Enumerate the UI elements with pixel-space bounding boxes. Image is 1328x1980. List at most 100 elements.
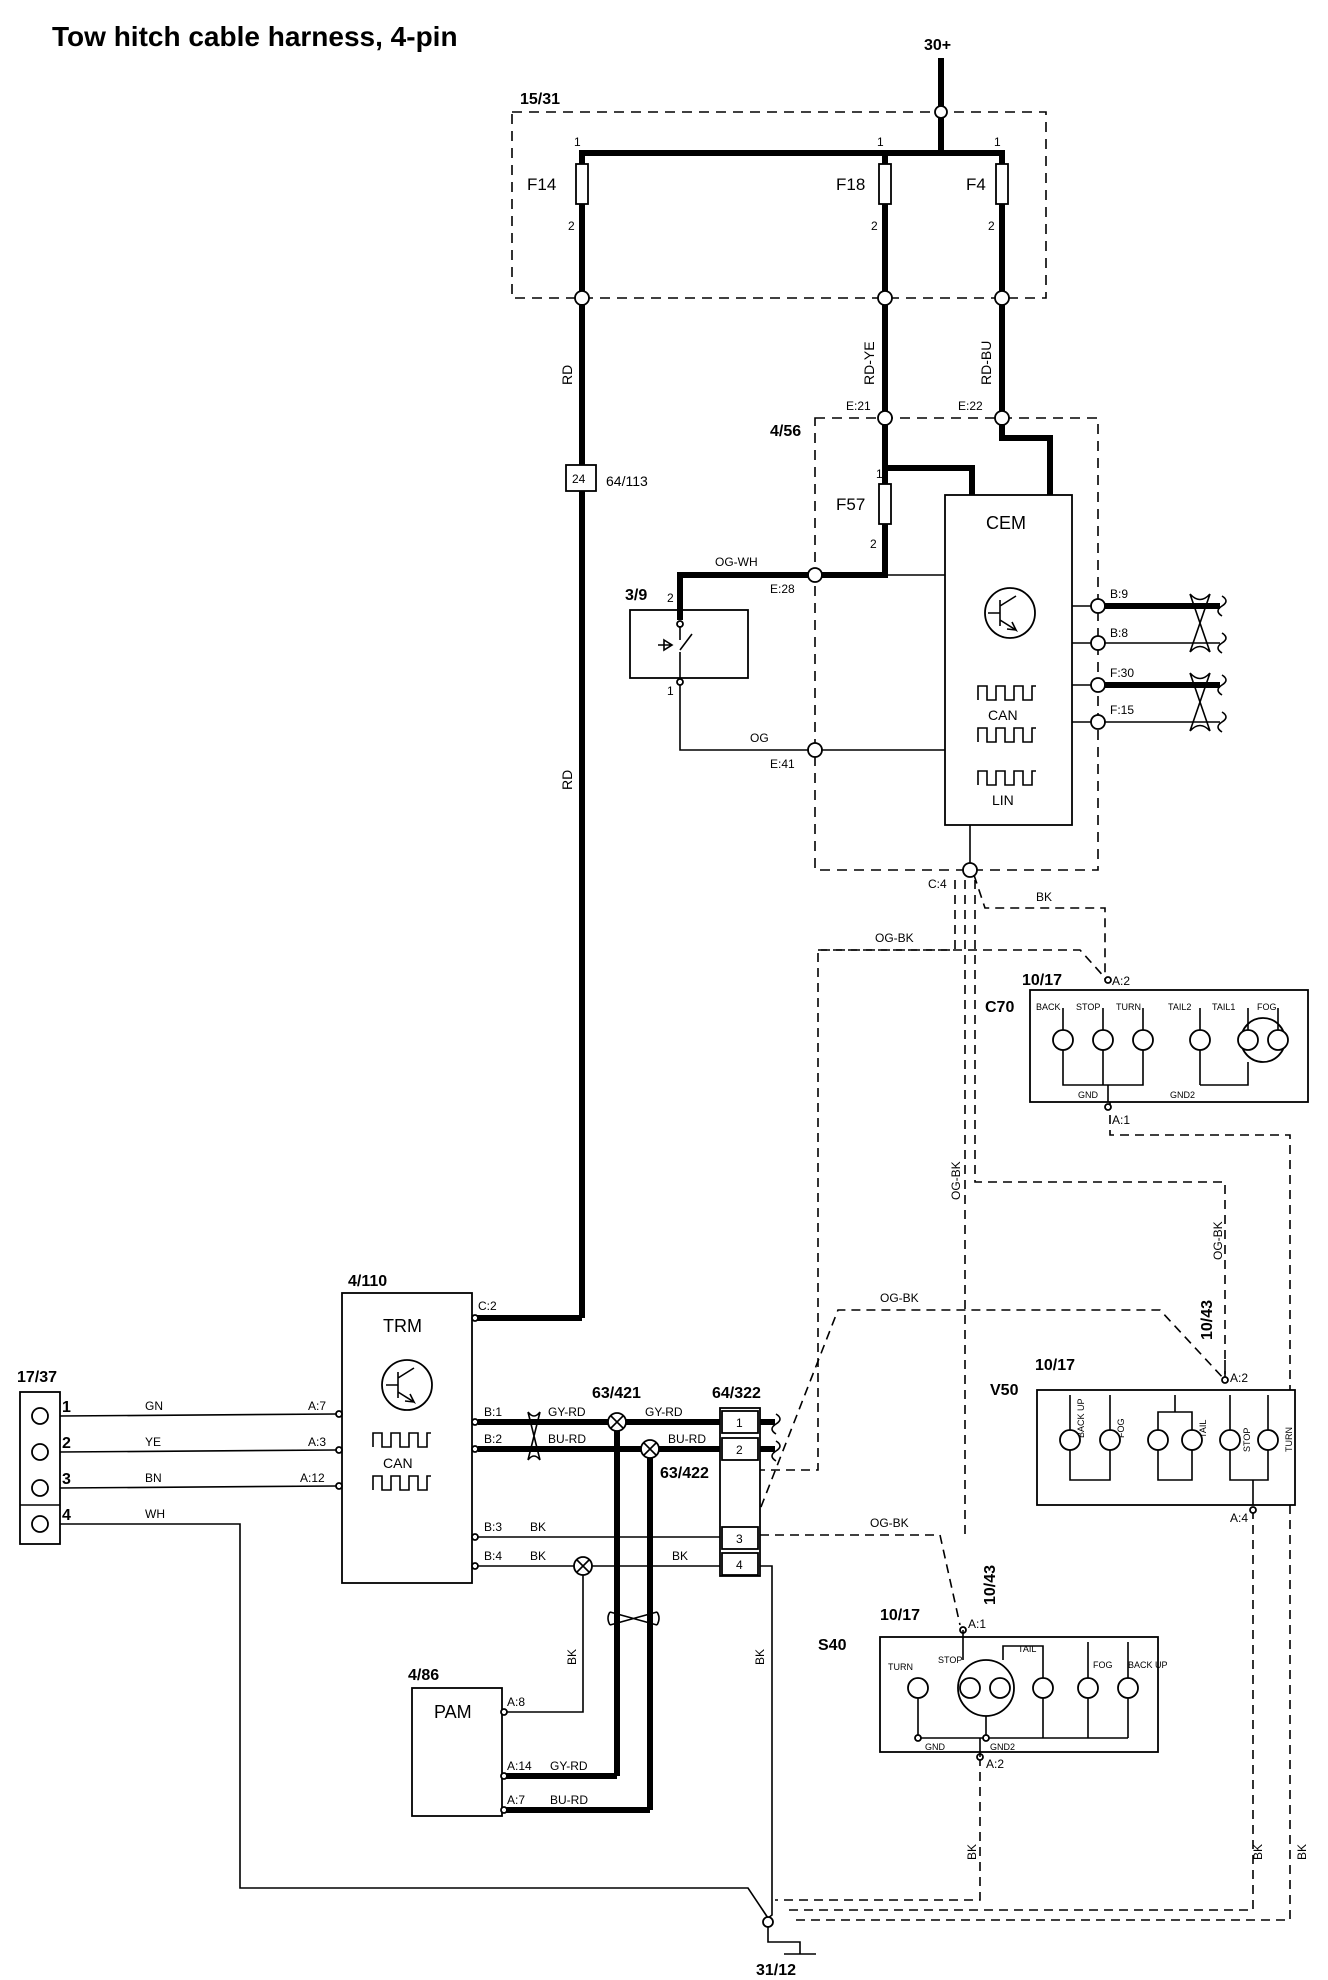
break-icon-2: [1217, 632, 1227, 654]
f4-node: [994, 290, 1010, 306]
trm-a7-label: A:7: [308, 1399, 326, 1413]
splice-422-cross: [643, 1442, 657, 1456]
trm-a12-dot: [335, 1482, 343, 1490]
lamps-c70: 10/17 C70 A:2 A:1 BACK STOP TURN TAIL2 T…: [985, 972, 1309, 1127]
s40-lamp-icons: [907, 1677, 1139, 1699]
f18-to-cem-wire: [885, 465, 975, 495]
c70-a2-label: A:2: [1112, 974, 1130, 988]
splice-422-label: 63/422: [660, 1465, 709, 1482]
cem-lin-label: LIN: [992, 792, 1014, 808]
break-icon-1: [1217, 595, 1227, 617]
lamps-s40: 10/43 10/17 S40 A:1 A:2 TURN STOP TAIL F…: [818, 1565, 1168, 1771]
v50-lamp-fog-label: FOG: [1116, 1419, 1126, 1439]
v50-lamp-turn-label: TURN: [1284, 1427, 1294, 1452]
socket-pin-4: [31, 1515, 49, 1533]
connector-pin-2-box: [721, 1437, 759, 1461]
wire-bk-c70-ground-label: BK: [1295, 1844, 1309, 1860]
supply-label: 30+: [924, 37, 951, 54]
socket-pin-2: [31, 1443, 49, 1461]
s40-a1-label: A:1: [968, 1617, 986, 1631]
cem-module: 4/56 E:21 E:22 F57 1 2 CEM CAN LIN B:9 B…: [770, 399, 1227, 891]
wire-bk-b4-label: BK: [530, 1549, 546, 1563]
wire-rd-label-2: RD: [559, 770, 575, 790]
v50-a4-label: A:4: [1230, 1511, 1248, 1525]
fuse-f4-pin2: 2: [988, 219, 995, 233]
trm-b3-label: B:3: [484, 1520, 502, 1534]
wire-bk-b3-label: BK: [530, 1520, 546, 1534]
tow-socket: 17/37 1 2 3 4 GN YE BN WH: [17, 1369, 769, 1919]
fuse-f14-pin2: 2: [568, 219, 575, 233]
cem-f15-node: [1090, 714, 1106, 730]
c70-a1-dot: [1104, 1103, 1112, 1111]
v50-lamp-backup-label: BACK UP: [1076, 1398, 1086, 1438]
trm-b4-dot: [471, 1562, 479, 1570]
wire-og-bk-v50-label: OG-BK: [1211, 1221, 1225, 1260]
fuse-f14-pin1: 1: [574, 135, 581, 149]
fuse-f18-pin2: 2: [871, 219, 878, 233]
cem-f30-node: [1090, 677, 1106, 693]
c70-lamp-stop-label: STOP: [1076, 1002, 1100, 1012]
trm-b1-dot: [471, 1418, 479, 1426]
v50-lamp-backup-icon: [1059, 1429, 1081, 1451]
trm-b4-label: B:4: [484, 1549, 502, 1563]
splice-24-box: [565, 464, 597, 492]
c70-lamp-back-icon: [1052, 1029, 1074, 1051]
cem-outline: [814, 417, 1099, 871]
v50-lamp-tail-icon-1: [1147, 1429, 1169, 1451]
cem-lin-wave: [977, 770, 1036, 786]
wire-bk-b4-label-2: BK: [672, 1549, 688, 1563]
cem-e21-node: [877, 410, 893, 426]
cem-e28-node: [807, 567, 823, 583]
pam-a7-label: A:7: [507, 1793, 525, 1807]
f18-node: [877, 290, 893, 306]
v50-model: V50: [990, 1382, 1019, 1399]
socket-pin-2-label: 2: [62, 1435, 71, 1452]
wire-wh-label: WH: [145, 1507, 165, 1521]
switch-pin-top: 2: [667, 591, 674, 605]
trm-b3-dot: [471, 1533, 479, 1541]
break-icon-3: [1217, 674, 1227, 696]
s40-lamp-tail-icon: [1032, 1677, 1054, 1699]
s40-lamp-fog-icon: [1077, 1677, 1099, 1699]
wire-og-label: OG: [750, 731, 769, 745]
switch-ref: 3/9: [625, 587, 647, 604]
s40-conn-ref: 10/43: [982, 1565, 999, 1605]
fuse-f18-label: F18: [836, 175, 865, 194]
og-bk-v50: [749, 1309, 1226, 1536]
switch-contact-symbol: [658, 626, 693, 681]
trm-b2-dot: [471, 1445, 479, 1453]
rd-supply-wire: RD RD 24 64/113: [472, 304, 648, 1321]
c70-lamp-back-label: BACK: [1036, 1002, 1061, 1012]
v50-conn-ref: 10/43: [1199, 1300, 1216, 1340]
trm-a7-dot: [335, 1410, 343, 1418]
v50-lamp-turn-icon: [1257, 1429, 1279, 1451]
trm-a3-dot: [335, 1446, 343, 1454]
cem-can-wave-top: [977, 685, 1036, 701]
cem-e28-label: E:28: [770, 582, 795, 596]
v50-lamp-tail-icon-2: [1181, 1429, 1203, 1451]
pam-a8-dot: [500, 1708, 508, 1716]
og-wire: [679, 685, 809, 751]
connector-64-322: 64/322 1 2 3 4 BK BK BK BK BK: [478, 1385, 781, 1919]
socket-pin-1: [31, 1407, 49, 1425]
v50-a4-dot: [1249, 1506, 1257, 1514]
wh-wire: [60, 1523, 769, 1919]
s40-lamp-stop-label: STOP: [938, 1655, 962, 1665]
c70-a1-label: A:1: [1112, 1113, 1130, 1127]
ground-wire: [767, 1926, 801, 1954]
wire-pam-gy-rd-label: GY-RD: [550, 1759, 588, 1773]
trm-ref: 4/110: [348, 1273, 387, 1290]
s40-gnd-label: GND: [925, 1742, 946, 1752]
s40-lamp-turn-icon: [907, 1677, 929, 1699]
cem-f30-label: F:30: [1110, 666, 1134, 680]
fuse-f18-pin1: 1: [877, 135, 884, 149]
s40-lamp-stop-icon-1: [959, 1677, 981, 1699]
c70-gnd2-label: GND2: [1170, 1090, 1195, 1100]
wire-og-bk-label-3: OG-BK: [870, 1516, 909, 1530]
pam-name: PAM: [434, 1702, 472, 1722]
f14-node: [574, 290, 590, 306]
cem-e22-label: E:22: [958, 399, 983, 413]
fuse-f14-label: F14: [527, 175, 556, 194]
fuse-f57-pin1: 1: [876, 467, 883, 481]
break-icon-4: [1217, 711, 1227, 733]
